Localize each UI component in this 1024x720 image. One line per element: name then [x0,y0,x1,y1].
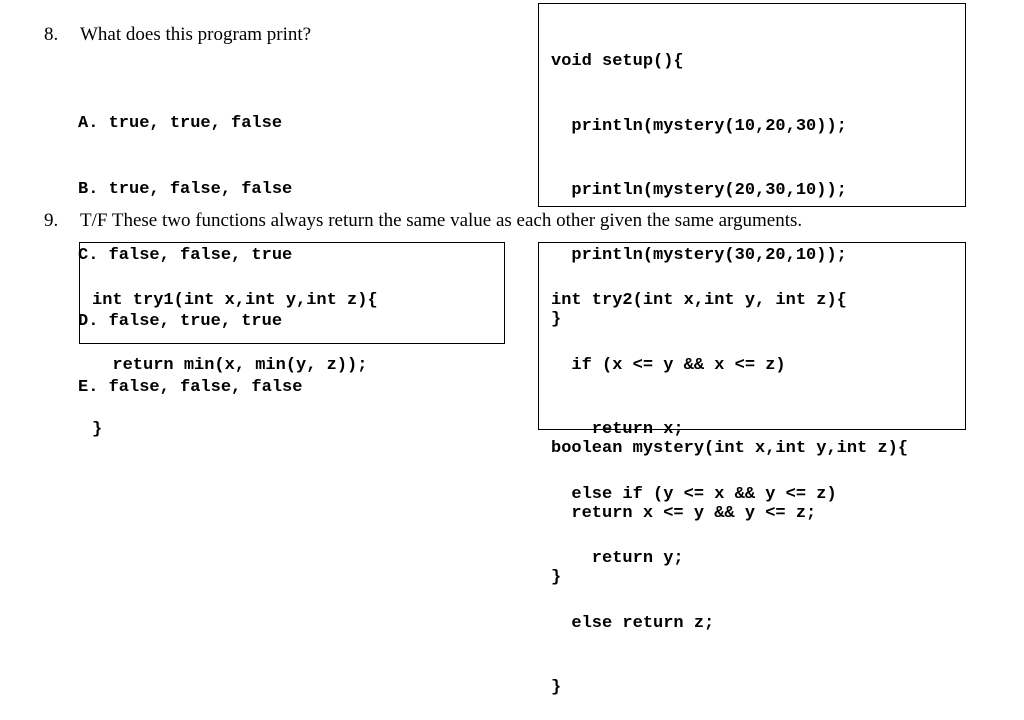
choice-c[interactable]: C. false, false, true [78,246,293,265]
code-line: } [551,310,562,329]
code-line: return y; [551,549,684,568]
choice-a[interactable]: A. true, true, false [78,114,283,133]
choice-e[interactable]: E. false, false, false [78,378,303,397]
question-9-text: T/F These two functions always return th… [80,210,803,231]
code-line: } [92,420,103,439]
code-line: println(mystery(20,30,10)); [551,181,847,200]
question-8-number: 8. [44,24,59,45]
question-9-code-box-right: int try2(int x,int y, int z){ if (x <= y… [538,242,966,697]
code-line: else if (y <= x && y <= z) [551,484,837,504]
code-line: } [551,568,562,587]
question-9-number: 9. [44,210,59,231]
code-line: } [551,678,562,697]
choice-d[interactable]: D. false, true, true [78,312,283,331]
code-line: return x; [551,420,684,439]
question-9-code-box-left: int try1(int x,int y,int z){ return min(… [79,242,505,439]
code-line: return x <= y && y <= z; [551,503,817,523]
code-line: if (x <= y && x <= z) [551,355,786,375]
question-8-code-box: void setup(){ println(mystery(10,20,30))… [538,3,966,587]
code-line: int try2(int x,int y, int z){ [551,291,847,310]
code-line: return min(x, min(y, z)); [92,355,368,375]
code-line: void setup(){ [551,52,684,71]
code-line: println(mystery(30,20,10)); [551,245,847,265]
choice-b[interactable]: B. true, false, false [78,180,293,199]
code-line: else return z; [551,613,715,633]
question-8-text: What does this program print? [80,24,312,45]
code-line: println(mystery(10,20,30)); [551,116,847,136]
question-8-choices: A. true, true, false B. true, false, fal… [78,69,302,421]
code-line: int try1(int x,int y,int z){ [92,291,378,310]
